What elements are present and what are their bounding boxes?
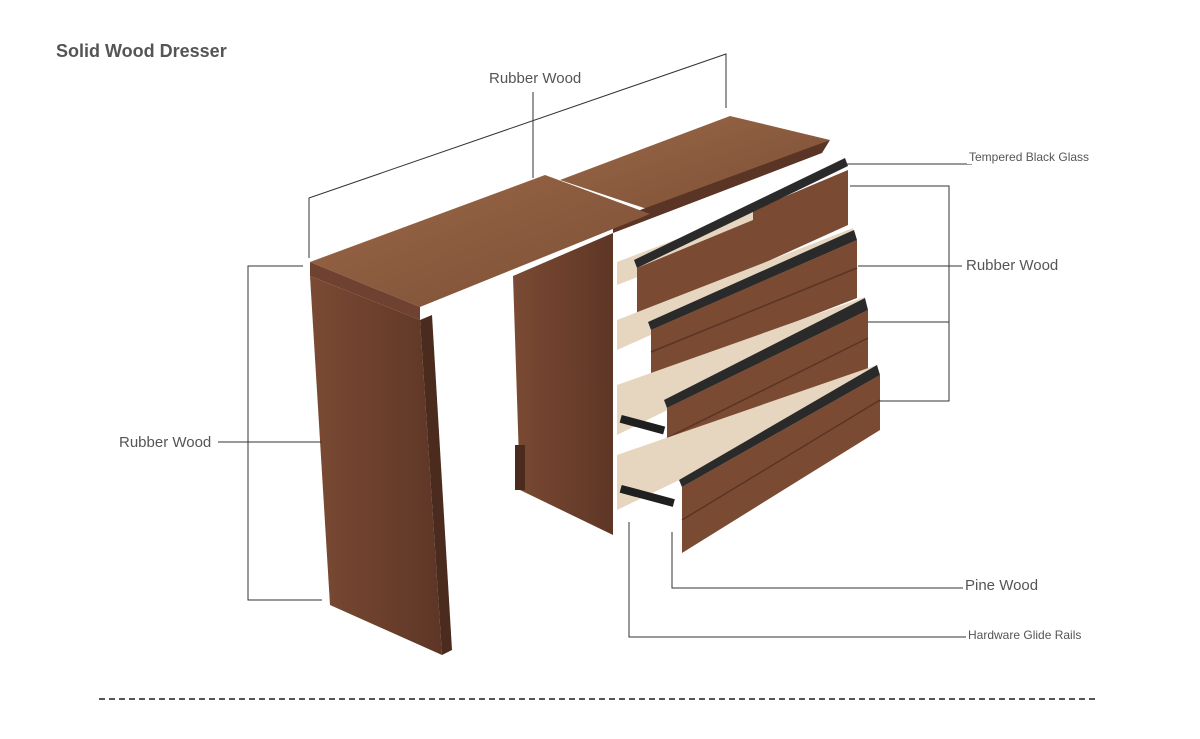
drawer-1-front-right [753, 170, 848, 268]
drawer-1 [617, 158, 848, 325]
desk-leg-side [420, 315, 452, 655]
drawer-1-front-left [637, 220, 753, 325]
drawer-4-rail [619, 484, 675, 507]
drawer-3-groove [666, 337, 869, 439]
drawer-2-front [651, 240, 857, 378]
drawer-2-groove [650, 267, 858, 353]
drawer-3-glass [664, 298, 868, 408]
drawer-4-glass [679, 365, 880, 487]
drawer-4-interior [617, 365, 877, 510]
label-top-rubber-wood: Rubber Wood [487, 70, 584, 87]
label-tempered-black-glass: Tempered Black Glass [967, 150, 1092, 164]
label-hardware-glide-rails: Hardware Glide Rails [966, 628, 1084, 642]
leader-right-bracket [850, 185, 950, 402]
dashed-divider [99, 698, 1095, 700]
desk-leg-front [310, 276, 442, 655]
leader-left-bracket [247, 265, 322, 601]
label-right-rubber-wood: Rubber Wood [964, 257, 1061, 274]
desk-top-edge [310, 262, 420, 320]
desk-extension [310, 175, 650, 655]
drawer-4-groove [681, 399, 881, 521]
drawer-4-front [682, 375, 880, 553]
drawer-2 [617, 228, 858, 378]
leader-top-bracket [308, 53, 727, 258]
cabinet-top [560, 116, 830, 210]
cabinet-body [513, 116, 830, 535]
diagram-title: Solid Wood Dresser [56, 41, 227, 61]
leader-pine [671, 532, 1034, 589]
drawer-2-glass [648, 230, 857, 330]
label-pine-wood: Pine Wood [963, 577, 1041, 594]
cabinet-kick [515, 445, 525, 490]
cabinet-side [513, 233, 613, 535]
leader-rails [628, 522, 1070, 638]
label-left-rubber-wood: Rubber Wood [117, 434, 214, 451]
cabinet-back-edge [613, 140, 830, 233]
drawer-1-glass [634, 158, 848, 268]
desk-top [310, 175, 650, 307]
drawer-4 [617, 365, 881, 553]
drawer-3-rail [619, 414, 666, 435]
